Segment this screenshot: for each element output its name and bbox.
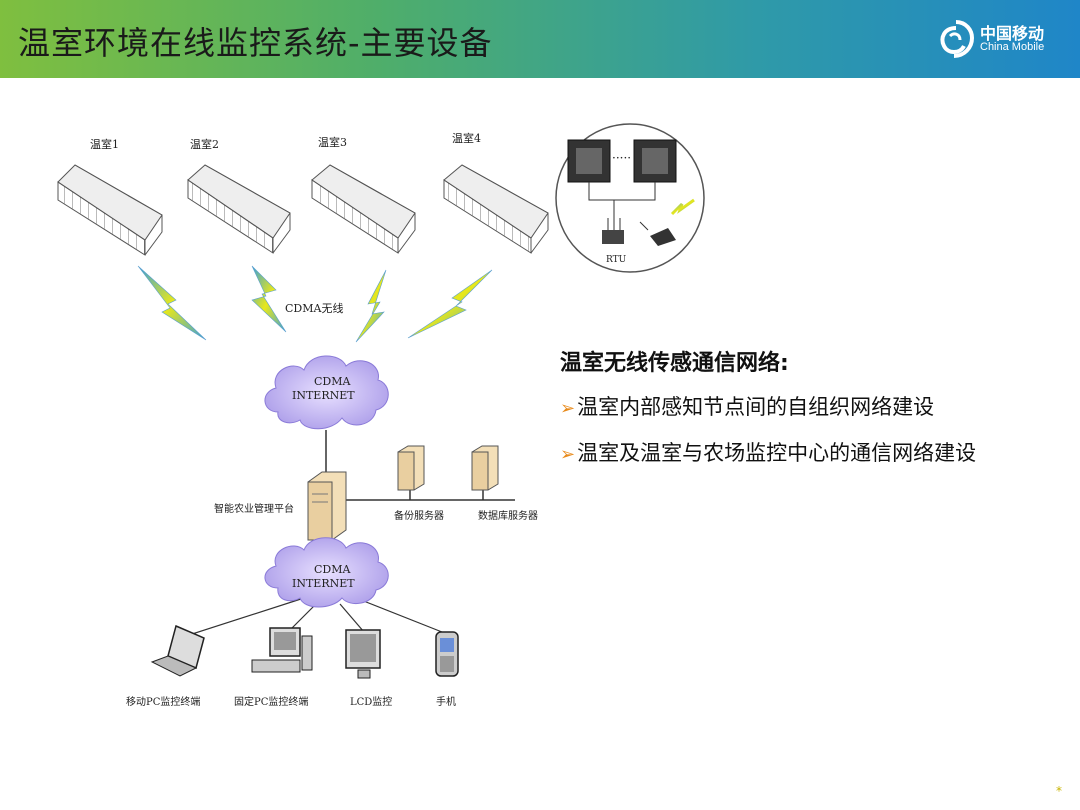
lightning-icon <box>251 265 287 333</box>
rtu-label: RTU <box>606 255 627 265</box>
brand-name-cn: 中国移动 <box>980 24 1045 43</box>
database-server-icon: 数据库服务器 <box>471 445 538 522</box>
greenhouse-label-1: 温室1 <box>90 137 119 151</box>
cloud-internet-bottom: CDMA INTERNET <box>264 537 389 608</box>
backup-server-icon: 备份服务器 <box>394 445 444 522</box>
wireless-signal-icon <box>670 198 695 216</box>
cloud-internet-top: CDMA INTERNET <box>264 355 389 430</box>
bullet-item-text-2: 温室及温室与农场监控中心的通信网络建设 <box>577 441 977 465</box>
platform-server-icon: 智能农业管理平台 <box>214 471 347 541</box>
terminal-label-2: 固定PC监控终端 <box>234 695 308 708</box>
greenhouse-2: 温室2 <box>187 137 291 254</box>
backup-server-label: 备份服务器 <box>394 509 444 522</box>
china-mobile-logo-icon <box>940 20 975 58</box>
terminal-label-1: 移动PC监控终端 <box>126 695 200 708</box>
cloud-top-line-2: INTERNET <box>292 389 355 402</box>
bullet-list: 温室无线传感通信网络: ➢温室内部感知节点间的自组织网络建设 ➢温室及温室与农场… <box>560 345 1060 483</box>
database-server-label: 数据库服务器 <box>478 509 538 522</box>
cloud-top-line-1: CDMA <box>314 375 351 388</box>
bullet-item-1: ➢温室内部感知节点间的自组织网络建设 <box>560 391 1060 421</box>
wireless-label: CDMA无线 <box>285 301 343 315</box>
greenhouse-1: 温室1 <box>57 137 163 256</box>
greenhouse-label-3: 温室3 <box>318 135 347 149</box>
phone-terminal: 手机 <box>435 631 459 708</box>
lightning-icon <box>355 269 387 343</box>
page-title: 温室环境在线监控系统-主要设备 <box>18 24 493 62</box>
bullet-item-text-1: 温室内部感知节点间的自组织网络建设 <box>577 395 935 419</box>
terminal-label-4: 手机 <box>436 695 456 708</box>
lcd-terminal: LCD监控 <box>345 629 392 708</box>
lightning-icon <box>137 265 207 341</box>
network-diagram: 温室1 温室2 温室3 温室4 ····· RTU <box>57 123 705 708</box>
header-bar: 温室环境在线监控系统-主要设备 中国移动 China Mobile <box>0 0 1080 78</box>
arrow-bullet-icon: ➢ <box>560 444 576 465</box>
lightning-icon <box>407 269 493 339</box>
greenhouse-label-2: 温室2 <box>190 137 219 151</box>
desktop-terminal: 固定PC监控终端 <box>234 627 313 708</box>
brand-logo: 中国移动 China Mobile <box>936 18 1056 62</box>
greenhouse-3: 温室3 <box>311 135 416 254</box>
cloud-bottom-line-2: INTERNET <box>292 577 355 590</box>
wireless-links: CDMA无线 <box>137 265 493 343</box>
greenhouse-label-4: 温室4 <box>452 131 481 145</box>
brand-name-en: China Mobile <box>980 41 1045 53</box>
cloud-bottom-line-1: CDMA <box>314 563 351 576</box>
laptop-terminal: 移动PC监控终端 <box>126 624 205 708</box>
greenhouse-4: 温室4 <box>443 131 549 254</box>
terminal-label-3: LCD监控 <box>350 695 392 708</box>
rtu-detail: ····· RTU <box>555 123 705 273</box>
network-links <box>185 430 515 637</box>
modem-icon <box>650 228 676 246</box>
bullet-item-2: ➢温室及温室与农场监控中心的通信网络建设 <box>560 437 1060 467</box>
arrow-bullet-icon: ➢ <box>560 398 576 419</box>
rtu-icon <box>602 230 624 244</box>
bullet-heading: 温室无线传感通信网络: <box>560 351 789 376</box>
platform-label: 智能农业管理平台 <box>214 502 294 515</box>
svg-text:·····: ····· <box>612 151 631 165</box>
footer-mark: * <box>1056 784 1062 798</box>
